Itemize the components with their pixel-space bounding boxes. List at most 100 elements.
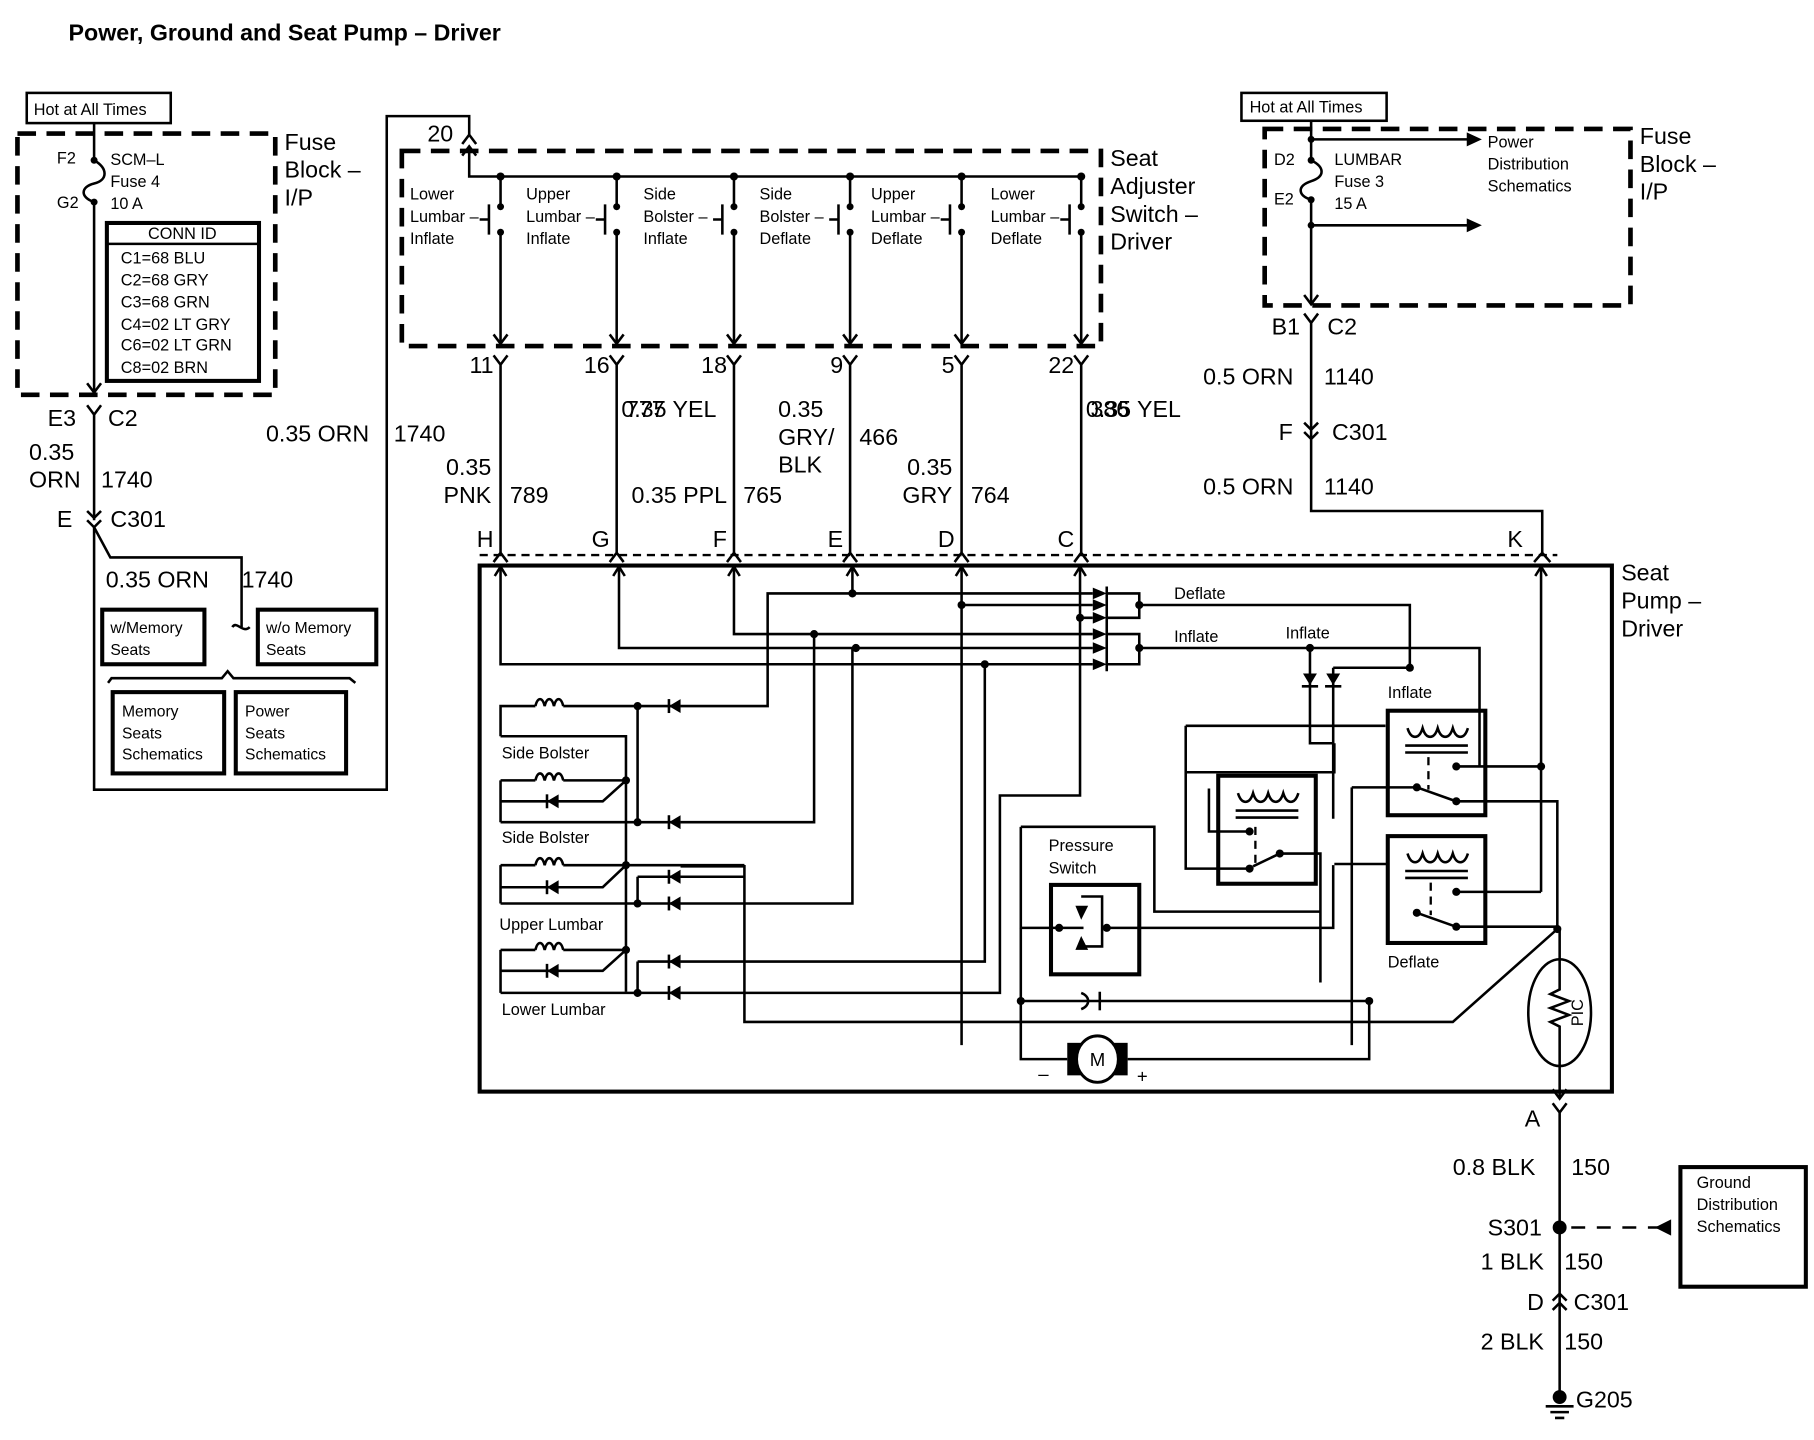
- brace: [107, 669, 357, 684]
- wire-size-color: GRY: [902, 482, 952, 508]
- diode-icon: [668, 699, 681, 714]
- fuse-right-number: Fuse 3: [1334, 173, 1384, 191]
- ground-icon: [1545, 1405, 1574, 1420]
- wire-circuit: 789: [510, 482, 549, 508]
- fuse-right-name: LUMBAR: [1334, 151, 1402, 169]
- power-ref[interactable]: Power: [1488, 133, 1535, 151]
- ref-ground-distribution[interactable]: [1678, 1165, 1808, 1289]
- switch-label: Deflate: [991, 230, 1043, 248]
- option-without-memory: [255, 607, 379, 667]
- ref-text: Schematics: [122, 746, 203, 763]
- wire-size-color: BLK: [778, 452, 822, 478]
- wire-circuit: 764: [971, 482, 1010, 508]
- switch-name: Switch –: [1110, 201, 1198, 227]
- fuse-block-left-name-3: I/P: [285, 185, 313, 211]
- fuse-block-left-outline: [15, 131, 278, 398]
- wire-1740-riser: [92, 114, 471, 791]
- wire-circuit: 386: [1090, 396, 1129, 422]
- splice-break: [231, 623, 251, 631]
- label-valve: Upper Lumbar: [499, 916, 603, 934]
- fuse-left-number: Fuse 4: [110, 173, 160, 191]
- wire-size-color: 0.35 YEL: [1086, 396, 1181, 422]
- wire-label: 1 BLK: [1481, 1248, 1545, 1274]
- arrow-icon: [1466, 132, 1482, 147]
- page-title: Power, Ground and Seat Pump – Driver: [69, 20, 501, 46]
- right-fuse-block: Hot at All Times Fuse Block – I/P D2 E2 …: [1240, 91, 1716, 308]
- switch-contact-icon: [1075, 905, 1089, 950]
- conn-name-c2: C2: [1327, 313, 1357, 339]
- wire-size-color: PNK: [444, 482, 492, 508]
- wire-label: 0.35 ORN: [266, 420, 369, 446]
- capacitor-icon: [1080, 991, 1090, 1011]
- valve-side-bolster: [499, 697, 681, 992]
- coil-icon: [534, 697, 565, 707]
- switch-label: Upper: [871, 186, 916, 204]
- diode-icon: [668, 954, 681, 969]
- conn-pin-e: E: [57, 506, 73, 532]
- ref-text: Schematics: [1697, 1218, 1781, 1236]
- pump-name: Seat: [1621, 560, 1669, 586]
- switch-label: Lumbar –: [526, 208, 596, 226]
- conn-pin-d: D: [1527, 1289, 1544, 1315]
- fuse-icon: [82, 159, 106, 204]
- ref-text: Ground: [1697, 1174, 1751, 1192]
- pump-pin: F: [713, 526, 727, 552]
- pump-outline: [477, 563, 1614, 1094]
- power-ref[interactable]: Distribution: [1488, 156, 1569, 174]
- switch-name: Adjuster: [1110, 173, 1195, 199]
- conn-id-header: CONN ID: [148, 225, 217, 243]
- switch-label: Lumbar –: [991, 208, 1061, 226]
- conn-name-c301: C301: [1574, 1289, 1630, 1315]
- motor-label: M: [1090, 1049, 1105, 1070]
- label-pressure-switch: Switch: [1049, 859, 1097, 877]
- switch-pin: 22: [1048, 352, 1074, 378]
- option-text: w/o Memory: [265, 620, 351, 637]
- fuse-block-right-name: Fuse: [1640, 123, 1692, 149]
- seat-pump: Seat Pump – Driver Deflate Inflate Infla: [477, 553, 1701, 1101]
- option-text: Seats: [266, 642, 306, 659]
- conn-id-row: C6=02 LT GRN: [121, 337, 232, 355]
- relay-inflate: [1350, 708, 1559, 1046]
- diode-icon: [547, 794, 559, 809]
- option-with-memory: [100, 607, 207, 667]
- switch-icon: [829, 204, 840, 235]
- fuse-block-right-name: Block –: [1640, 151, 1716, 177]
- ref-memory-seats[interactable]: [110, 690, 227, 776]
- diode-icon: [668, 815, 681, 830]
- ground-label: G205: [1576, 1386, 1633, 1412]
- label-deflate-bus: Deflate: [1174, 585, 1226, 603]
- fuse-block-left-name-2: Block –: [285, 157, 361, 183]
- switch-pin: 16: [584, 352, 610, 378]
- switch-pin: 18: [701, 352, 727, 378]
- switch-label: Lower: [410, 186, 455, 204]
- switch-label: Bolster –: [760, 208, 825, 226]
- wire-circuit: 150: [1564, 1328, 1603, 1354]
- switch-label: Inflate: [643, 230, 687, 248]
- diode-icon: [547, 963, 559, 978]
- wire-size-color: 0.35: [907, 454, 952, 480]
- ref-power-seats[interactable]: [233, 690, 349, 776]
- conn-pin-b1: B1: [1272, 313, 1300, 339]
- fuse-icon: [1299, 159, 1323, 201]
- wire-circuit: 1140: [1324, 474, 1374, 500]
- fuse-block-right-outline: [1262, 126, 1633, 308]
- wire-circuit: 150: [1571, 1154, 1610, 1180]
- diode-icon: [547, 880, 559, 895]
- power-ref[interactable]: Schematics: [1488, 178, 1572, 196]
- switch-label: Lumbar –: [410, 208, 480, 226]
- label-deflate-relay: Deflate: [1388, 953, 1440, 971]
- switch-label: Deflate: [760, 230, 812, 248]
- motor-icon: [1075, 1034, 1120, 1084]
- conn-id-table: [104, 220, 262, 383]
- motor-minus: –: [1038, 1063, 1049, 1084]
